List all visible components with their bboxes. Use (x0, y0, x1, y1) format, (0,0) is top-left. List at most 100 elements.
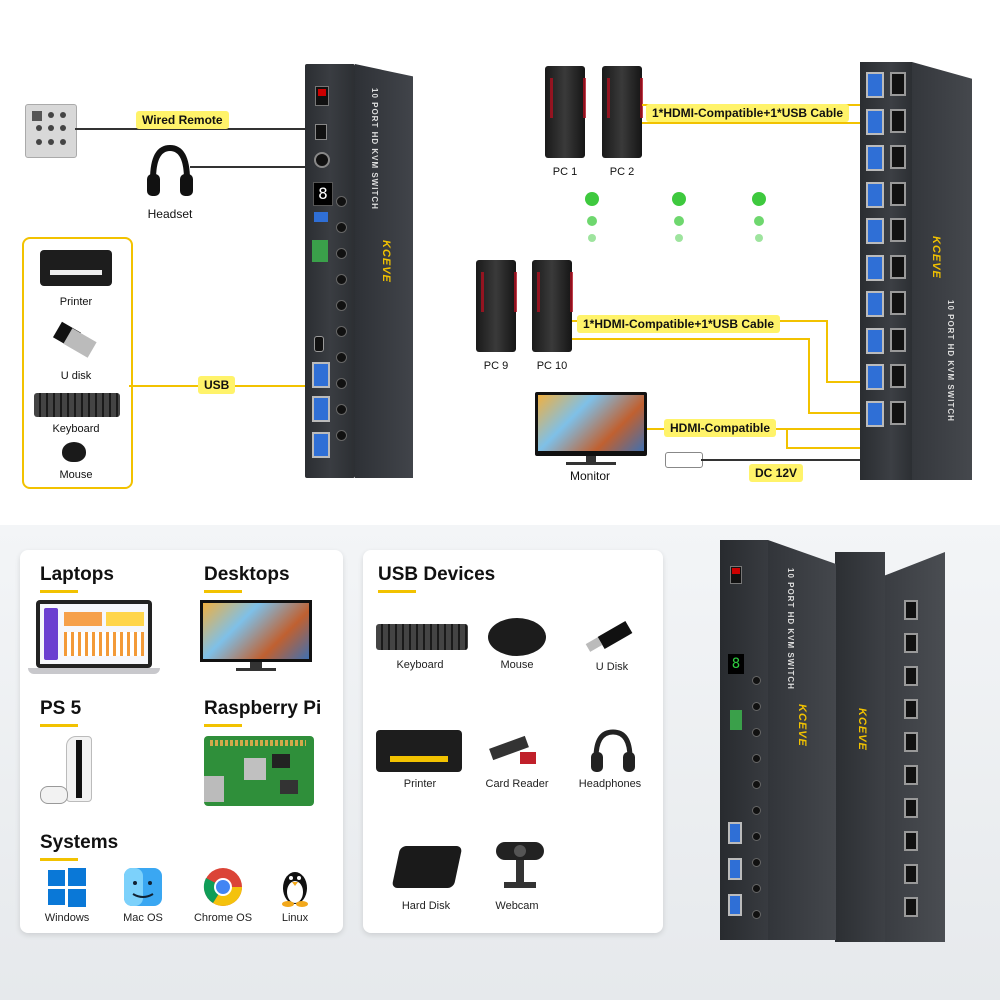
raspberry-pi-image (204, 736, 314, 806)
select-button-9 (336, 404, 347, 415)
product-photo-button-10 (752, 910, 761, 919)
back-hdmi-port-6 (890, 254, 906, 279)
card-reader-image (489, 734, 546, 768)
led-display: 8 (313, 182, 333, 206)
monitor-base (566, 462, 616, 465)
cable2-line-h2 (572, 338, 810, 340)
wired-remote-label: Wired Remote (136, 111, 229, 129)
monitor-stand (586, 456, 596, 462)
kvm-switch-top-face (355, 64, 413, 478)
product-photo-button-6 (752, 806, 761, 815)
usb-devices-title: USB Devices (378, 564, 496, 585)
dot-a3 (588, 234, 596, 242)
raspberry-underline (204, 724, 242, 727)
chrome-icon (203, 868, 242, 906)
os-label-macos: Mac OS (123, 912, 163, 924)
device-model-text: 10 PORT HD KVM SWITCH (370, 88, 379, 210)
pc9-label: PC 9 (483, 360, 509, 372)
cable2-line-v (826, 320, 828, 382)
product-photo-usb-1 (728, 822, 742, 844)
brand-logo-back: KCEVE (930, 236, 942, 279)
product-photo-back-unit (835, 552, 885, 942)
usb-printer-image (376, 730, 462, 772)
product-photo-back-hdmi-4 (904, 699, 918, 719)
usb-item-headphones: Headphones (578, 778, 642, 790)
dot-c1 (752, 192, 766, 206)
usb-devices-underline (378, 590, 416, 593)
product-photo-back-hdmi-10 (904, 897, 918, 917)
back-usb-port-8 (866, 327, 884, 354)
product-photo-button-8 (752, 858, 761, 867)
dot-a2 (587, 216, 597, 226)
product-photo-front-unit (720, 540, 768, 940)
udisk-label: U disk (60, 370, 92, 382)
back-usb-port-1 (866, 72, 884, 98)
keyboard-image (34, 393, 120, 417)
usb-port-3 (312, 432, 330, 458)
pc9-tower (476, 260, 517, 352)
back-hdmi-port-8 (890, 327, 906, 352)
device-model-text-back: 10 PORT HD KVM SWITCH (946, 300, 955, 422)
os-label-windows: Windows (44, 912, 90, 924)
pc1-label: PC 1 (552, 166, 578, 178)
cable2-line-v2 (808, 338, 810, 413)
wired-remote-keypad (25, 104, 77, 158)
select-button-10 (336, 430, 347, 441)
product-photo-brand-back: KCEVE (856, 708, 868, 751)
laptops-underline (40, 590, 78, 593)
usb-port-2 (312, 396, 330, 422)
product-photo-back-hdmi-3 (904, 666, 918, 686)
remote-cable (75, 128, 305, 130)
usb-mouse-image (488, 618, 546, 656)
raspberry-title: Raspberry Pi (204, 698, 322, 719)
product-photo-model-text: 10 PORT HD KVM SWITCH (786, 568, 795, 690)
back-hdmi-port-2 (890, 108, 906, 133)
usb-item-card-reader: Card Reader (485, 778, 549, 790)
headset-icon (147, 144, 193, 196)
product-photo-led: 8 (728, 654, 744, 674)
printer-label: Printer (59, 296, 93, 308)
dc-label: DC 12V (749, 464, 804, 482)
product-photo-button-4 (752, 754, 761, 763)
back-hdmi-port-1 (890, 72, 906, 96)
product-photo-button-1 (752, 676, 761, 685)
ps5-title: PS 5 (40, 698, 82, 719)
cable2-line-end (826, 381, 860, 383)
usb-label: USB (198, 376, 236, 394)
select-button-6 (336, 326, 347, 337)
back-hdmi-port-10 (890, 400, 906, 425)
usb-c-port (314, 336, 324, 352)
product-photo-back-hdmi-1 (904, 600, 918, 620)
os-label-linux: Linux (281, 912, 309, 924)
usb-item-printer: Printer (403, 778, 437, 790)
product-photo-button-9 (752, 884, 761, 893)
headset-cable (190, 166, 305, 168)
desktops-title: Desktops (204, 564, 290, 585)
back-usb-port-10 (866, 400, 884, 427)
udisk-image (50, 320, 98, 358)
back-hdmi-port-3 (890, 145, 906, 169)
terminal-block (312, 240, 328, 262)
systems-title: Systems (40, 832, 119, 853)
systems-underline (40, 858, 78, 861)
hdmi-label: HDMI-Compatible (664, 419, 776, 437)
back-usb-port-7 (866, 291, 884, 317)
product-photo-terminal-block (730, 710, 742, 730)
dot-b1 (672, 192, 686, 206)
select-button-7 (336, 352, 347, 363)
back-hdmi-port-9 (890, 364, 906, 388)
dot-b2 (674, 216, 684, 226)
laptop-image (28, 600, 160, 676)
power-switch (315, 86, 329, 106)
product-photo-brand-front: KCEVE (796, 704, 808, 747)
usb-item-mouse: Mouse (500, 659, 534, 671)
usb-item-udisk: U Disk (595, 661, 629, 673)
dot-c2 (754, 216, 764, 226)
webcam-image (492, 840, 548, 894)
back-usb-port-4 (866, 181, 884, 208)
desktop-monitor-image (200, 600, 312, 672)
hdmi-line-end (786, 447, 860, 449)
back-usb-port-5 (866, 218, 884, 244)
select-button-4 (336, 274, 347, 285)
usb-port-1 (312, 362, 330, 388)
